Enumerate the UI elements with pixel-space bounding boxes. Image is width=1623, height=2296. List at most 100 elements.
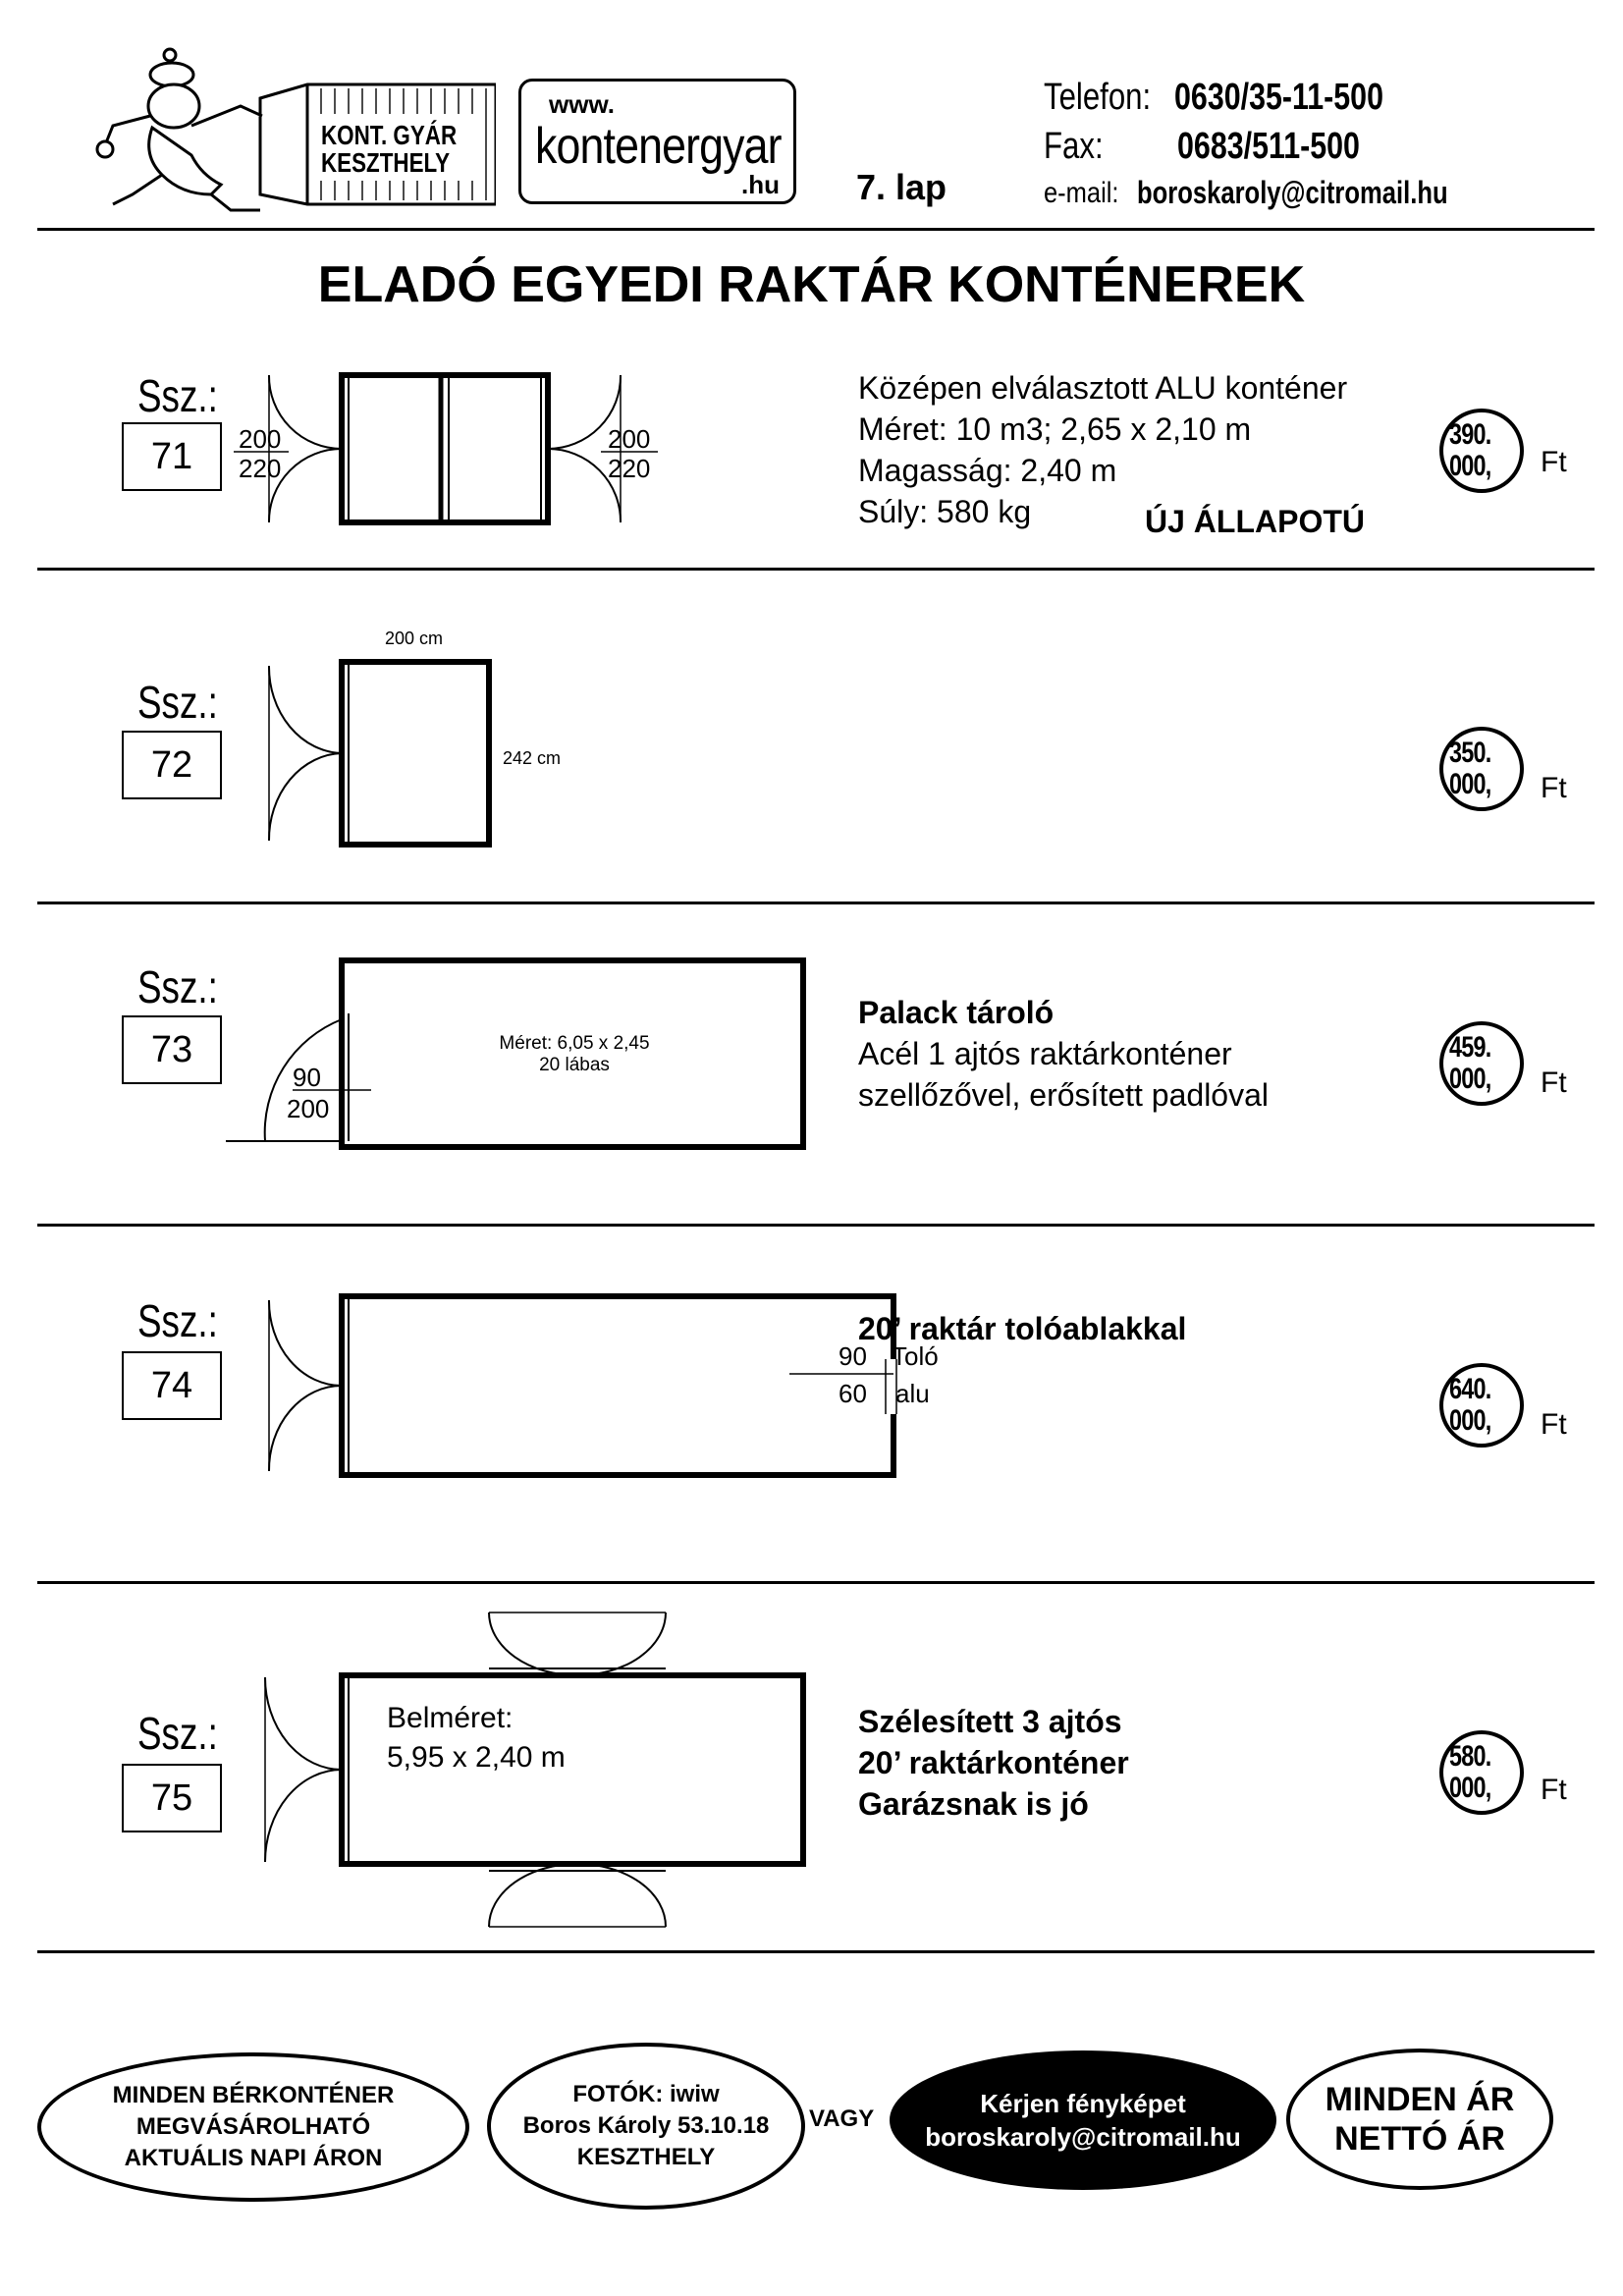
oval-line: FOTÓK: iwiw [572,2081,720,2107]
door-bottom-73: 200 [287,1094,330,1123]
page-title: ELADÓ EGYEDI RAKTÁR KONTÉNEREK [317,256,1306,313]
price-line2: 000, [1449,1063,1491,1095]
desc-line: Súly: 580 kg [858,494,1032,529]
website-name: kontenergyar [535,118,783,175]
window-label2-74: alu [895,1379,930,1408]
door-left-bottom-71: 220 [239,454,282,483]
desc-line: Méret: 10 m3; 2,65 x 2,10 m [858,411,1252,447]
footer-oval-photos: FOTÓK: iwiw Boros Károly 53.10.18 KESZTH… [487,2043,805,2210]
length-label-72: 242 cm [503,748,562,768]
listing-number-73: 73 [122,1015,222,1084]
oval-line: MEGVÁSÁROLHATÓ [135,2113,371,2140]
price-line2: 000, [1449,1772,1491,1804]
price-badge-75: 580. 000, [1439,1730,1524,1815]
price-badge-74: 640. 000, [1439,1363,1524,1448]
ssz-label-75: Ssz.: [137,1708,218,1759]
section-divider [37,568,1595,571]
window-dim-line-74 [789,1373,893,1375]
phone-label: Telefon: [1044,77,1152,118]
section-divider [37,1581,1595,1584]
oval-line: AKTUÁLIS NAPI ÁRON [124,2145,383,2171]
logo-company-name: KONT. GYÁR [321,120,458,150]
header-divider [37,228,1595,231]
listing-desc-75: Szélesített 3 ajtós 20’ raktárkonténer G… [858,1701,1129,1825]
desc-line: Szélesített 3 ajtós [858,1704,1122,1739]
window-bottom-74: 60 [839,1379,867,1408]
listing-desc-73: Acél 1 ajtós raktárkonténer szellőzővel,… [858,1033,1269,1116]
inner-size-75: Belméret: 5,95 x 2,40 m [387,1699,566,1777]
oval-line: MINDEN BÉRKONTÉNER [112,2082,395,2108]
floorplan-75 [264,1612,806,1928]
desc-line: Garázsnak is jó [858,1786,1089,1822]
ssz-label-72: Ssz.: [137,677,218,728]
window-top-74: 90 [839,1341,867,1371]
desc-line: Magasság: 2,40 m [858,453,1117,488]
logo-company-city: KESZTHELY [321,147,451,178]
price-line1: 390. [1449,418,1491,451]
currency-73: Ft [1541,1066,1567,1099]
door-right-top-71: 200 [608,424,651,454]
ssz-label-73: Ssz.: [137,961,218,1012]
door-left-top-71: 200 [239,424,282,454]
desc-line: 20’ raktárkonténer [858,1745,1129,1780]
oval-line: MINDEN ÁR [1325,2081,1515,2118]
price-line2: 000, [1449,768,1491,800]
section-divider [37,1950,1595,1953]
container-mascot-icon [95,47,498,212]
website-tld: .hu [741,170,780,199]
window-label1-74: Toló [892,1341,939,1371]
width-label-72: 200 cm [385,629,444,648]
email-label: e-mail: [1044,177,1119,209]
website-www: www. [549,89,615,119]
price-badge-73: 459. 000, [1439,1021,1524,1106]
price-line2: 000, [1449,450,1491,482]
currency-74: Ft [1541,1408,1567,1441]
inner-line: 5,95 x 2,40 m [387,1741,566,1774]
desc-line: Középen elválasztott ALU konténer [858,370,1348,406]
price-line1: 459. [1449,1031,1491,1064]
footer-oval-request-photo: Kérjen fényképet boroskaroly@citromail.h… [890,2050,1276,2190]
oval-line: boroskaroly@citromail.hu [925,2122,1241,2152]
currency-72: Ft [1541,772,1567,804]
footer-connector: VAGY [809,2105,875,2132]
inner-line: 20 lábas [539,1055,610,1075]
website-logo: www. kontenergyar .hu [518,79,796,204]
oval-line: Kérjen fényképet [980,2089,1186,2118]
ssz-label-71: Ssz.: [137,370,218,421]
oval-line: NETTÓ ÁR [1334,2120,1505,2158]
desc-line: szellőzővel, erősített padlóval [858,1077,1269,1113]
listing-number-75: 75 [122,1764,222,1832]
currency-75: Ft [1541,1774,1567,1806]
listing-heading-73: Palack tároló [858,995,1055,1030]
listing-number-72: 72 [122,731,222,799]
desc-line: Acél 1 ajtós raktárkonténer [858,1036,1232,1071]
condition-badge-71: ÚJ ÁLLAPOTÚ [1145,504,1365,539]
price-line2: 000, [1449,1404,1491,1437]
price-line1: 350. [1449,737,1491,769]
fax-label: Fax: [1044,126,1104,167]
price-badge-71: 390. 000, [1439,409,1524,493]
email-value: boroskaroly@citromail.hu [1137,175,1448,210]
currency-71: Ft [1541,446,1567,478]
section-divider [37,902,1595,904]
ssz-label-74: Ssz.: [137,1295,218,1346]
oval-line: KESZTHELY [576,2144,716,2170]
page-number: 7. lap [856,167,947,207]
footer-oval-purchase: MINDEN BÉRKONTÉNER MEGVÁSÁROLHATÓ AKTUÁL… [37,2052,469,2202]
listing-desc-71: Középen elválasztott ALU konténer Méret:… [858,367,1347,532]
door-right-bottom-71: 220 [608,454,651,483]
door-top-73: 90 [293,1063,321,1092]
price-line1: 580. [1449,1740,1491,1773]
oval-line: Boros Károly 53.10.18 [522,2112,770,2139]
footer-oval-net-price: MINDEN ÁR NETTÓ ÁR [1286,2049,1553,2190]
floorplan-71 [234,372,658,525]
price-line1: 640. [1449,1373,1491,1405]
listing-heading-74: 20’ raktár tolóablakkal [858,1311,1187,1346]
floorplan-74 [267,1293,898,1478]
listing-number-74: 74 [122,1351,222,1420]
listing-number-71: 71 [122,422,222,491]
inner-size-73: Méret: 6,05 x 2,45 20 lábas [447,1033,702,1076]
floorplan-72 [267,659,492,847]
inner-line: Méret: 6,05 x 2,45 [499,1033,650,1054]
company-logo: KONT. GYÁR KESZTHELY [93,47,498,214]
